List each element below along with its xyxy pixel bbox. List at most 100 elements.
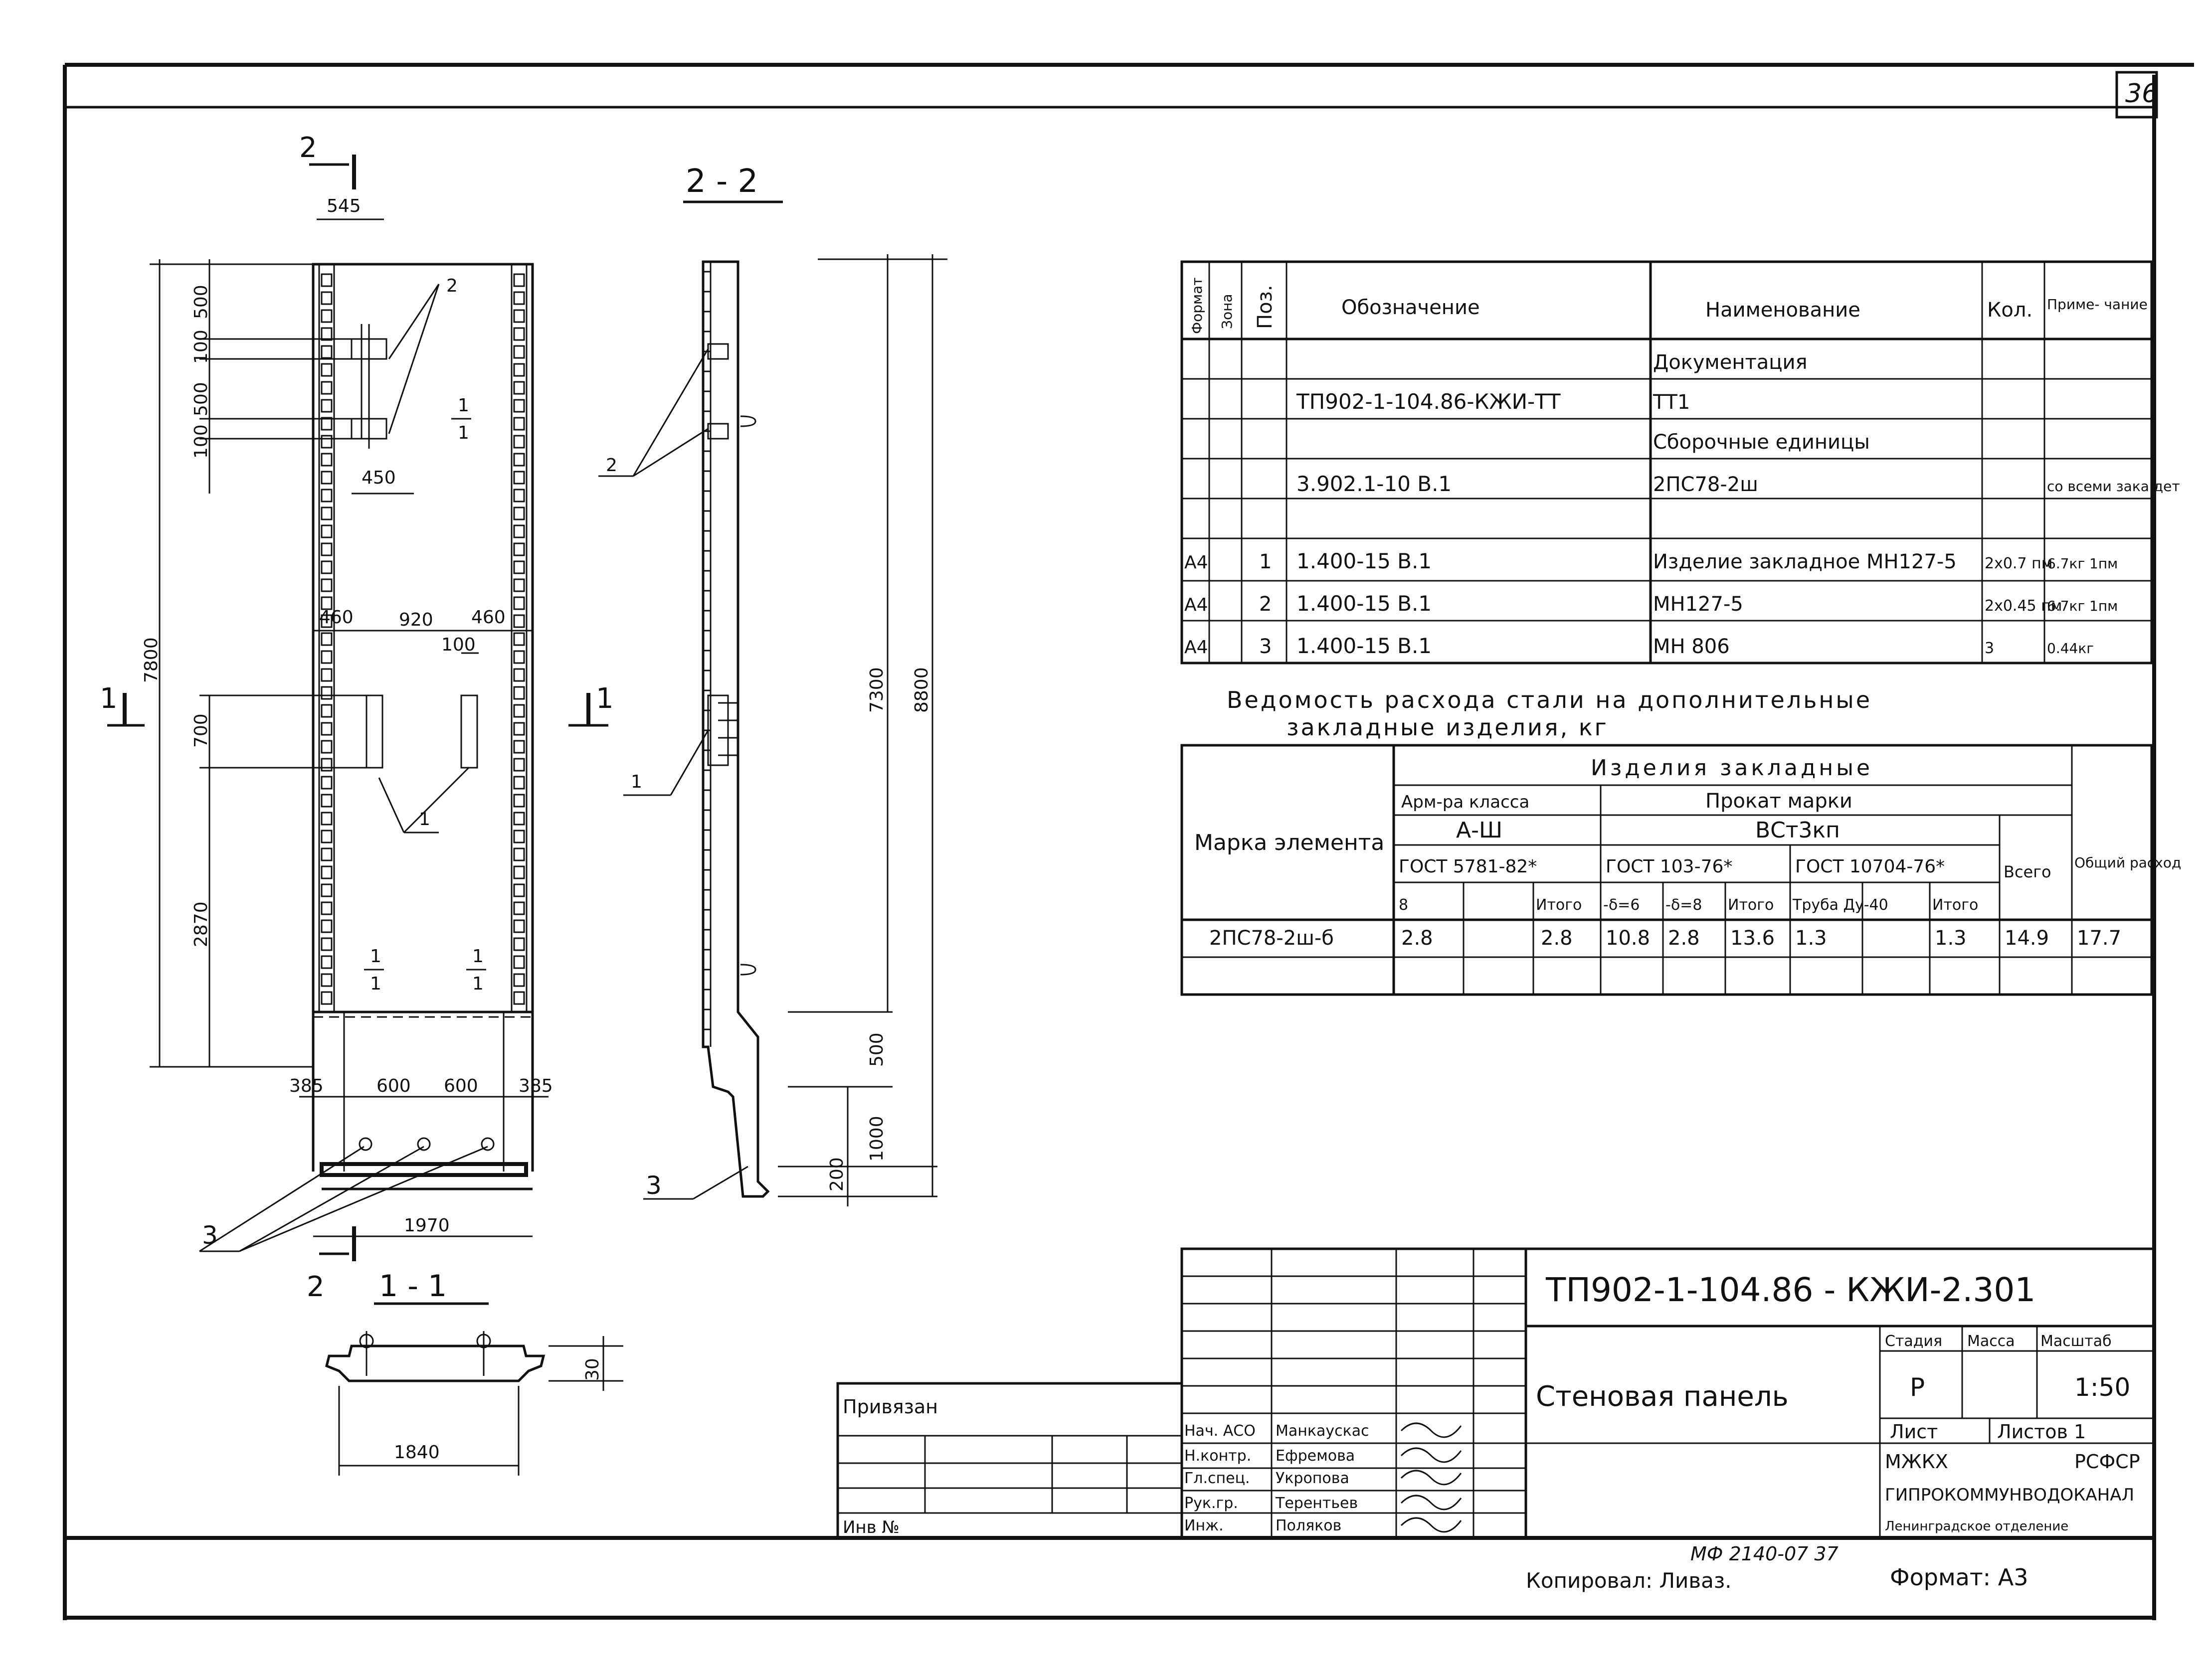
dim-7800: 7800 <box>141 637 162 683</box>
rib-mark <box>321 327 333 341</box>
rib-mark <box>321 524 333 538</box>
rib-mark <box>321 309 333 323</box>
panel-elevation: 1 1 1 1 1 1 2 2 1 1 <box>100 132 614 1303</box>
rib-mark <box>321 650 333 664</box>
spec-cell-note: 6.7кг 1пм <box>2047 598 2118 614</box>
steel-grade: ВСт3кп <box>1755 818 1840 843</box>
format-label: Формат: А3 <box>1890 1564 2028 1591</box>
steel-row-value: 10.8 <box>1606 927 1650 950</box>
bottom-strip: МФ 2140-07 37 Копировал: Ливаз. Формат: … <box>1526 1543 2028 1593</box>
rib-mark <box>513 937 525 951</box>
spec-cell-name: Сборочные единицы <box>1653 431 1870 454</box>
steel-items-header: Изделия закладные <box>1591 755 1873 781</box>
signer-role: Н.контр. <box>1184 1447 1251 1465</box>
steel-row-value: 2.8 <box>1668 927 1700 950</box>
rib-mark <box>321 542 333 556</box>
rib-mark <box>513 291 525 305</box>
rib-mark <box>321 919 333 933</box>
dim-460-left: 460 <box>319 607 354 628</box>
rib-mark <box>513 524 525 538</box>
spec-cell-name: 2ПС78-2ш <box>1653 473 1758 496</box>
dim-545: 545 <box>327 196 361 216</box>
rib-mark <box>513 686 525 700</box>
sheet-label: Лист <box>1890 1421 1938 1443</box>
spec-header-name: Наименование <box>1705 299 1860 322</box>
signer-role: Рук.гр. <box>1184 1495 1238 1512</box>
rib-mark <box>513 453 525 467</box>
rib-mark <box>513 830 525 843</box>
rib-mark <box>513 309 525 323</box>
rib-mark <box>513 327 525 341</box>
rib-mark <box>513 489 525 503</box>
section-mark-lower-left: 1 <box>370 946 381 967</box>
org-line-1: МЖКХ <box>1885 1451 1948 1473</box>
steel-rolled-grade: Прокат марки <box>1705 790 1852 813</box>
steel-row-value: 1.3 <box>1935 927 1967 950</box>
steel-overall-header: Общий расход <box>2074 854 2181 871</box>
leader-3-elevation: 3 <box>202 1221 218 1250</box>
scale-header: Масштаб <box>2040 1333 2112 1350</box>
dim-100-top: 100 <box>191 330 211 364</box>
section-2-2: 2 - 2 7300 8800 500 1000 200 2 <box>598 163 947 1206</box>
spec-header-qty: Кол. <box>1987 299 2032 322</box>
spec-cell-designation: 1.400-15 В.1 <box>1296 634 1432 658</box>
steel-gost-3: ГОСТ 10704-76* <box>1795 856 1945 877</box>
dim-450: 450 <box>362 468 396 488</box>
rib-mark <box>321 937 333 951</box>
rib-mark <box>513 578 525 592</box>
spec-cell-pos: 3 <box>1259 635 1272 658</box>
rib-mark <box>513 973 525 987</box>
spec-header-pos: Поз. <box>1254 285 1277 329</box>
rib-mark <box>321 578 333 592</box>
dim-1970: 1970 <box>404 1215 450 1236</box>
signature <box>1400 1422 1462 1438</box>
rib-mark <box>321 291 333 305</box>
signature <box>1400 1517 1462 1533</box>
signer-name: Поляков <box>1276 1517 1341 1534</box>
spec-cell-format: А4 <box>1184 595 1208 615</box>
stage-header: Стадия <box>1885 1333 1942 1350</box>
rib-mark <box>321 830 333 843</box>
steel-subheader: Итого <box>1728 896 1774 914</box>
spec-table: Формат Зона Поз. Обозначение Наименовани… <box>1180 260 2180 665</box>
dim-8800: 8800 <box>912 667 932 713</box>
spec-cell-name: Изделие закладное МН127-5 <box>1653 550 1957 573</box>
leader-2-elevation: 2 <box>446 276 458 296</box>
rib-mark <box>321 560 333 574</box>
rib-mark <box>321 686 333 700</box>
inv-no-label: Инв № <box>843 1517 900 1537</box>
spec-cell-name: ТТ1 <box>1653 391 1690 414</box>
rib-mark <box>513 596 525 610</box>
cut-label-1-right: 1 <box>596 682 614 715</box>
rib-mark <box>321 273 333 287</box>
steel-mark-header: Марка элемента <box>1194 830 1384 855</box>
rib-mark <box>513 435 525 449</box>
signature <box>1400 1447 1462 1463</box>
rib-mark <box>321 614 333 628</box>
steel-subheader: -δ=8 <box>1665 896 1702 914</box>
dim-460-right: 460 <box>471 607 506 628</box>
steel-row-value: 14.9 <box>2005 927 2049 950</box>
steel-rebar-class: Арм-ра класса <box>1401 792 1529 812</box>
leader-3-section: 3 <box>646 1171 662 1200</box>
rib-mark <box>513 847 525 861</box>
signer-name: Ефремова <box>1276 1447 1355 1465</box>
signature <box>1400 1495 1462 1511</box>
dim-30: 30 <box>582 1358 603 1381</box>
steel-subheader: Итого <box>1536 896 1582 914</box>
spec-cell-qty: 3 <box>1985 640 1994 657</box>
signature <box>1400 1470 1462 1486</box>
section-mark-lower-left-den: 1 <box>370 974 381 994</box>
spec-cell-designation: 1.400-15 В.1 <box>1296 591 1432 616</box>
sheets-label: Листов 1 <box>1997 1421 2086 1443</box>
rib-mark <box>321 901 333 915</box>
steel-gost-1: ГОСТ 5781-82* <box>1399 856 1537 877</box>
mass-header: Масса <box>1967 1333 2015 1350</box>
rib-mark <box>513 381 525 395</box>
signer-role: Нач. АСО <box>1184 1422 1256 1440</box>
dim-600-left: 600 <box>376 1076 411 1096</box>
dim-600-right: 600 <box>444 1076 478 1096</box>
dim-7300: 7300 <box>867 667 887 713</box>
steel-caption-2: закладные изделия, кг <box>1287 714 1609 741</box>
steel-caption-1: Ведомость расхода стали на дополнительны… <box>1227 686 1872 713</box>
